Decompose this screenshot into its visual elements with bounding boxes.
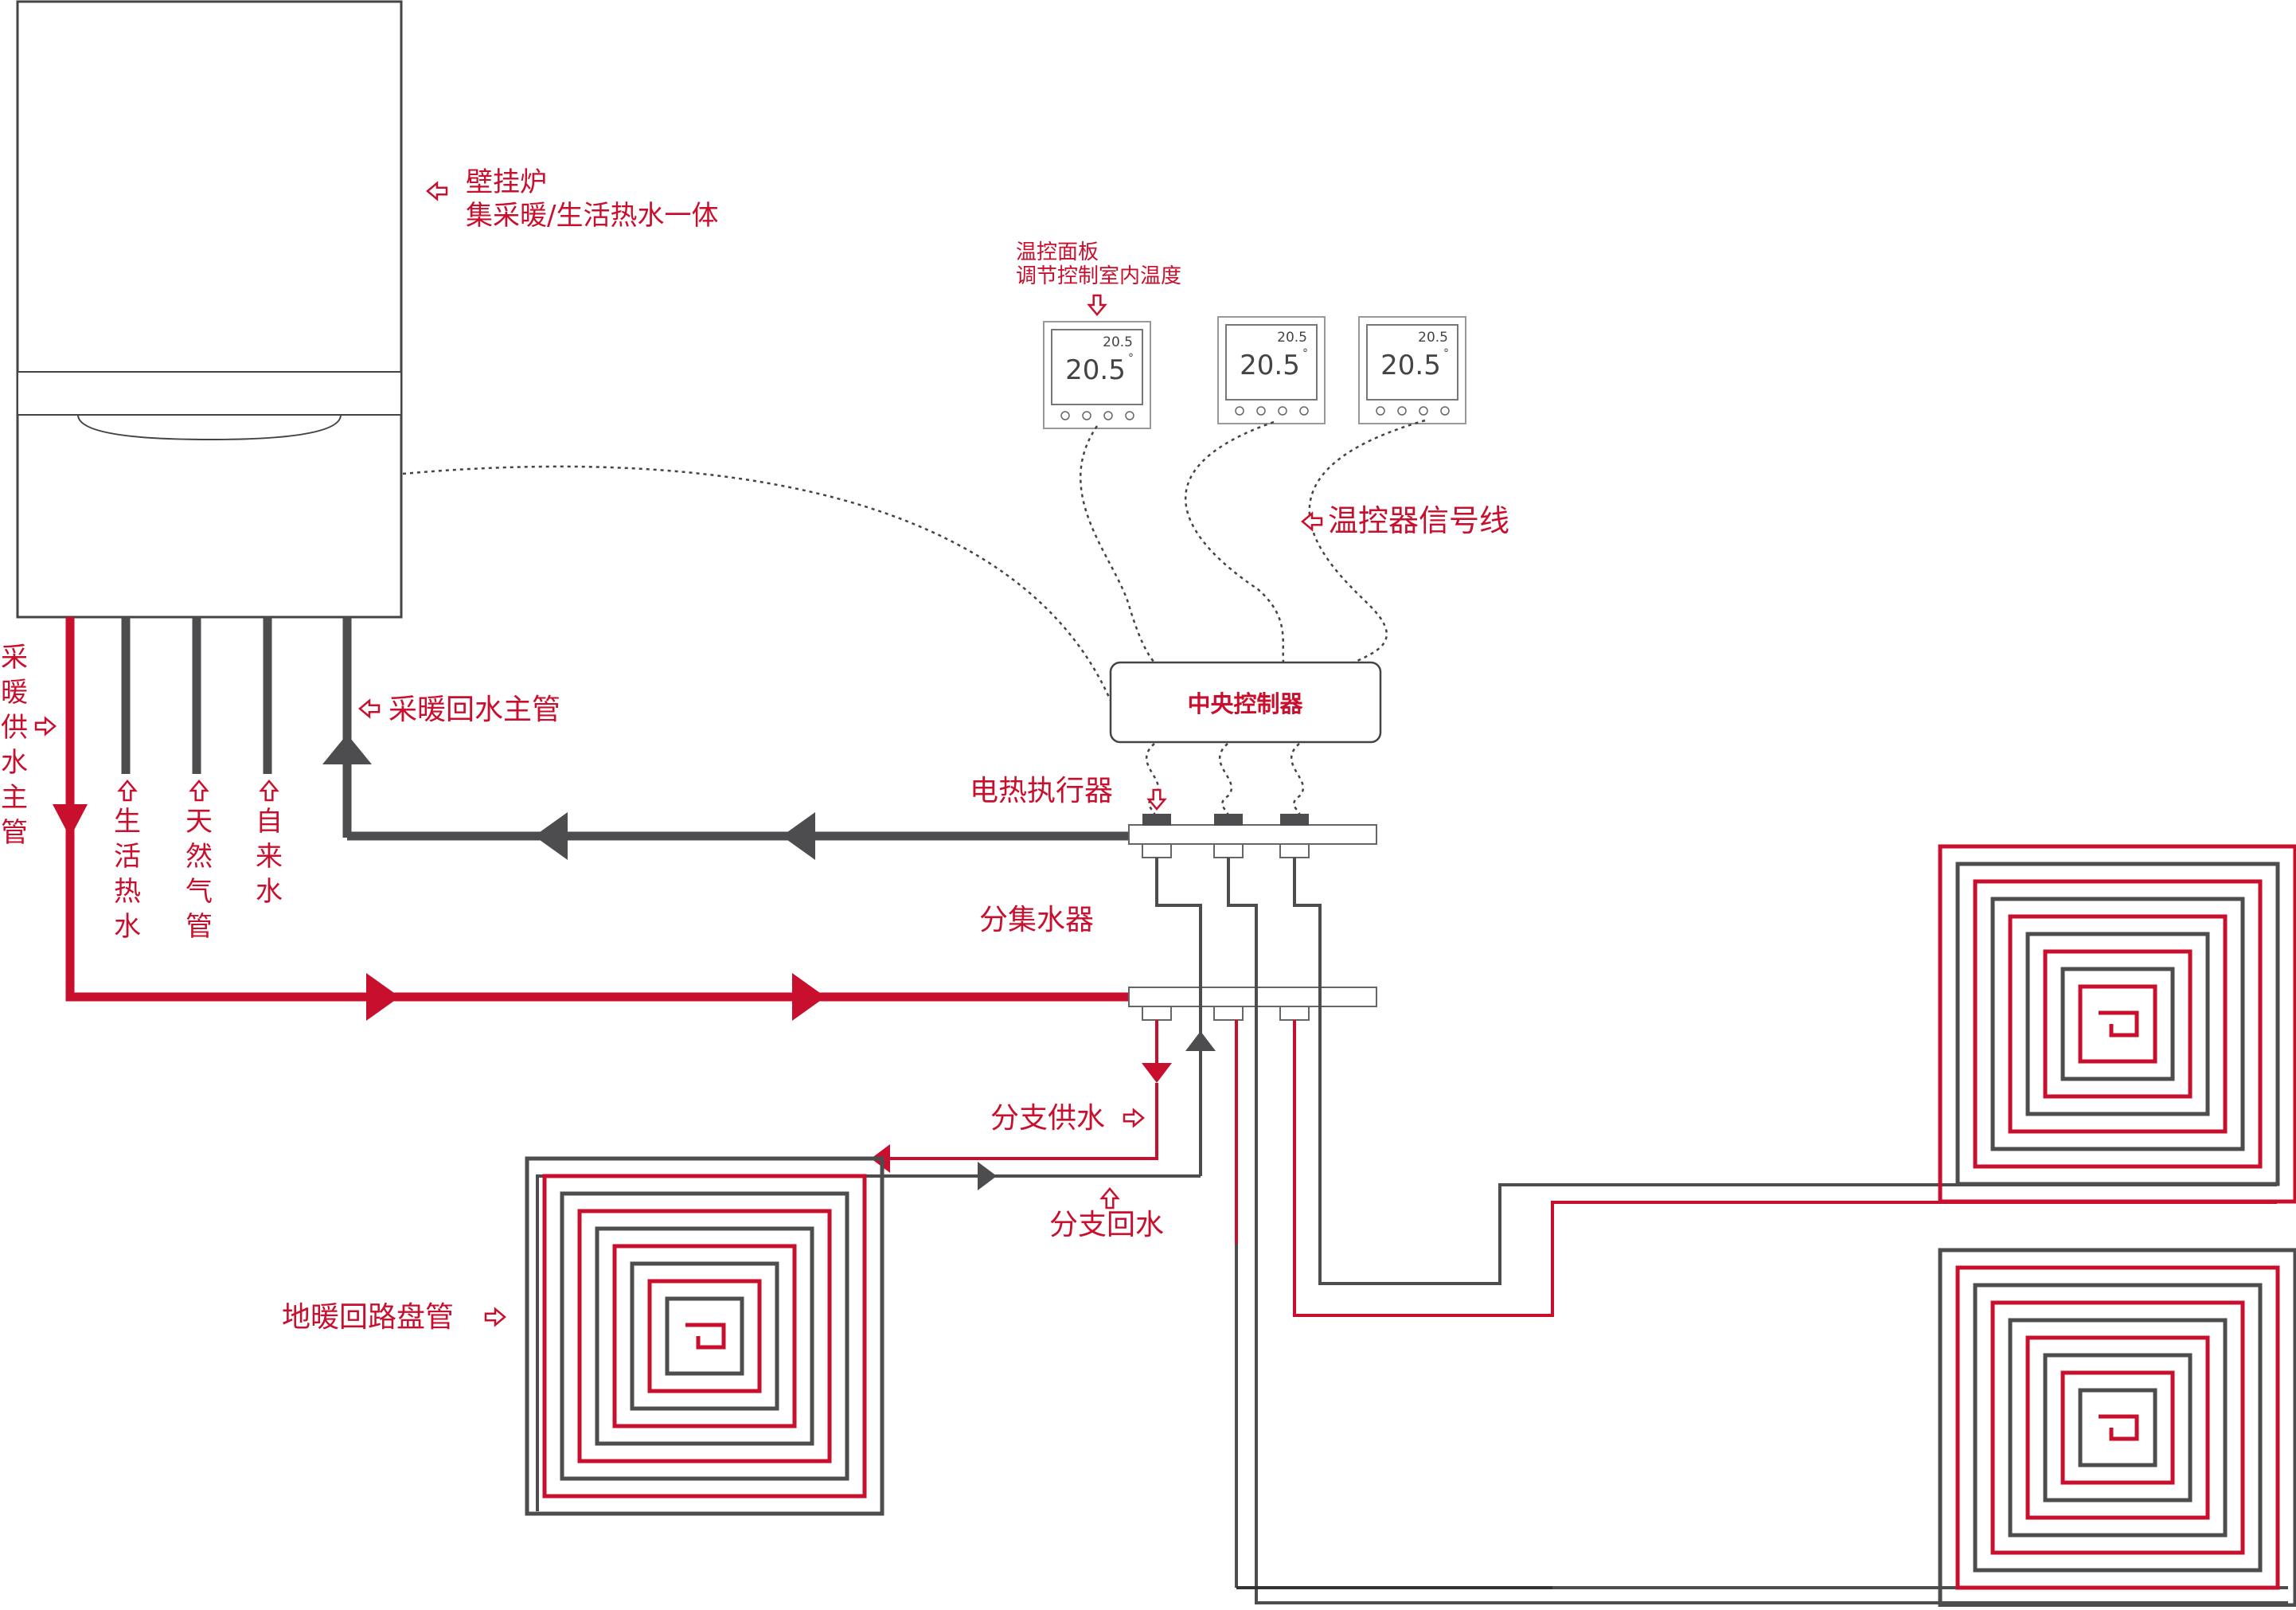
thermostat-title: 温控面板 [1016, 240, 1099, 264]
floor-coil [525, 1156, 884, 1516]
flow-arrow-right [792, 973, 826, 1021]
thermostat-panel: 20.520.5° [1043, 321, 1151, 429]
flow-arrow-down [53, 804, 88, 838]
flow-arrow-down [1142, 1063, 1172, 1083]
hollow-arrow-icon [484, 1307, 506, 1327]
svg-text:气: 气 [185, 876, 213, 908]
boiler [16, 0, 403, 619]
hollow-arrow-icon [34, 716, 57, 737]
hollow-arrow-icon [1123, 1108, 1145, 1128]
thermostat-button[interactable] [1082, 411, 1091, 420]
thermostat-room-temp: 20.5 [1065, 354, 1126, 386]
hollow-arrow-icon [358, 698, 381, 719]
thermostat-button[interactable] [1125, 411, 1134, 420]
degree-icon: ° [1302, 347, 1308, 360]
actuator-label: 电热执行器 [970, 775, 1113, 807]
floor-heating-coils [525, 844, 2296, 1608]
manifold [1128, 814, 1377, 1021]
flow-arrow-left [782, 812, 815, 860]
thermostat-set-temp: 20.5 [1277, 330, 1307, 346]
svg-text:水: 水 [256, 876, 283, 908]
hollow-arrow-icon [1099, 1187, 1120, 1209]
svg-text:水: 水 [114, 911, 141, 943]
svg-text:采: 采 [1, 642, 28, 674]
svg-text:热: 热 [114, 876, 141, 908]
thermostat-signal-wires [1080, 419, 1426, 664]
signal-wire-label: 温控器信号线 [1328, 503, 1509, 538]
hollow-arrow-icon [426, 181, 448, 201]
return-main-pipe [322, 734, 1129, 860]
actuator-wires [1145, 743, 1305, 815]
thermostat-button[interactable] [1419, 406, 1428, 416]
thermostat-panel: 20.5 20.5° [1217, 316, 1326, 424]
flow-arrow-up [322, 734, 372, 764]
floor-coil [1938, 1248, 2296, 1608]
tap-water-label: 自来水 [256, 806, 283, 908]
thermostat-panels: 20.520.5°20.520.5°20.520.5° [1043, 316, 1466, 429]
floor-coil [1938, 844, 2296, 1204]
branch-supply-label: 分支供水 [990, 1102, 1105, 1135]
pointer-arrows [34, 181, 1323, 1327]
thermostat-button[interactable] [1103, 411, 1113, 420]
supply-main-pipe [53, 804, 1129, 1021]
svg-text:水: 水 [1, 747, 28, 779]
hollow-arrow-icon [259, 780, 279, 802]
branch-supply-lines [1155, 1020, 2277, 1317]
hollow-arrow-icon [1301, 511, 1323, 532]
flow-arrow-up [1185, 1031, 1216, 1051]
return-main-label: 采暖回水主管 [389, 694, 560, 726]
thermostat-panel: 20.5 20.5° [1358, 316, 1466, 424]
svg-text:来: 来 [256, 841, 283, 873]
thermostat-set-temp: 20.5 [1418, 330, 1448, 346]
manifold-label: 分集水器 [979, 904, 1094, 936]
thermostat-button[interactable] [1278, 406, 1287, 416]
svg-text:供: 供 [1, 712, 28, 744]
svg-text:自: 自 [256, 806, 283, 838]
floor-coil-label: 地暖回路盘管 [282, 1301, 454, 1334]
svg-text:管: 管 [1, 817, 28, 849]
thermostat-room-temp: 20.5 [1240, 350, 1300, 381]
thermostat-button[interactable] [1256, 406, 1266, 416]
central-controller [1109, 661, 1382, 744]
thermostat-button[interactable] [1440, 406, 1450, 416]
boiler-signal-wire [402, 465, 1112, 701]
svg-text:生: 生 [114, 806, 141, 838]
degree-icon: ° [1128, 352, 1134, 365]
flow-arrow-left [534, 812, 568, 860]
svg-text:主: 主 [1, 782, 28, 814]
domestic-hot-water-label: 生活热水 [114, 806, 141, 943]
svg-text:天: 天 [185, 806, 213, 838]
hollow-arrow-icon [1146, 788, 1167, 811]
thermostat-room-temp: 20.5 [1380, 350, 1441, 381]
thermostat-button[interactable] [1060, 411, 1070, 420]
thermostat-button[interactable] [1299, 406, 1309, 416]
hollow-arrow-icon [189, 780, 209, 802]
svg-text:管: 管 [185, 911, 213, 943]
svg-text:暖: 暖 [1, 677, 28, 709]
thermostat-set-temp: 20.5 [1103, 334, 1133, 350]
svg-text:然: 然 [185, 841, 213, 873]
flow-arrow-right [978, 1162, 997, 1190]
hollow-arrow-icon [117, 780, 138, 802]
hollow-arrow-icon [1087, 294, 1107, 316]
thermostat-button[interactable] [1397, 406, 1407, 416]
degree-icon: ° [1443, 347, 1449, 360]
thermostat-button[interactable] [1235, 406, 1244, 416]
boiler-desc: 集采暖/生活热水一体 [466, 200, 718, 232]
boiler-name: 壁挂炉 [466, 166, 547, 198]
thermostat-desc: 调节控制室内温度 [1016, 264, 1181, 288]
thermostat-button[interactable] [1376, 406, 1385, 416]
svg-text:活: 活 [114, 841, 141, 873]
branch-return-label: 分支回水 [1049, 1209, 1164, 1241]
controller-label: 中央控制器 [1187, 690, 1303, 717]
flow-arrow-right [366, 973, 400, 1021]
